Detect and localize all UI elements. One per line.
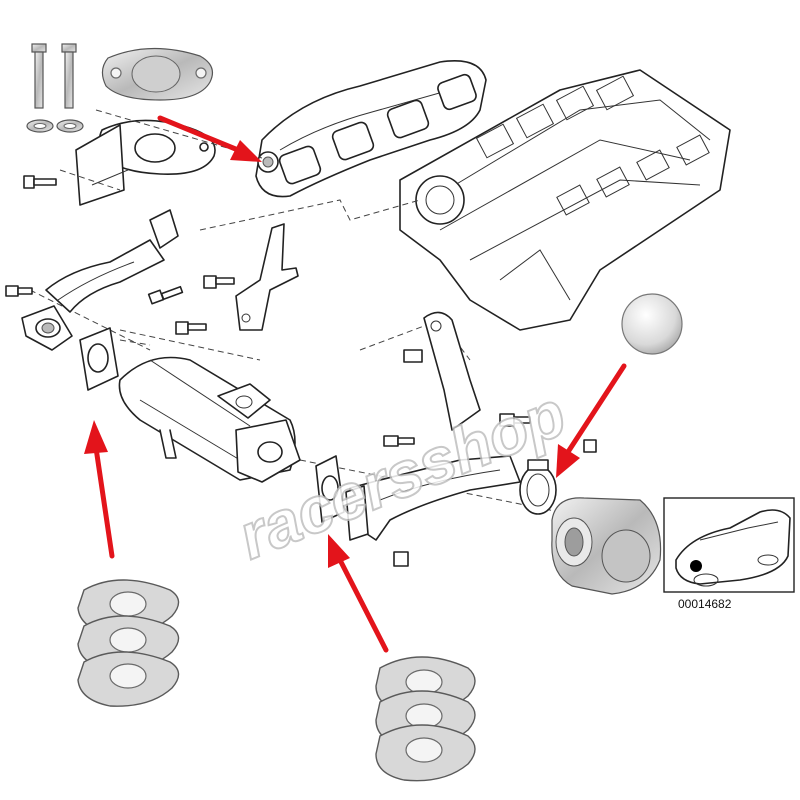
egr-pipe [21, 209, 179, 351]
cylinder-head [399, 69, 731, 331]
bolt-small-left [23, 175, 57, 189]
washers [26, 119, 84, 133]
egr-blanking-plate [101, 47, 213, 101]
cooler-outlet-gasket [315, 455, 345, 523]
gasket-stack-left [77, 579, 180, 707]
vehicle-locator [663, 497, 795, 593]
exhaust-manifold [255, 60, 487, 198]
v-band-clamp [519, 439, 597, 515]
egr-valve [551, 497, 662, 595]
gasket-stack-right [375, 656, 476, 782]
red-arrow-to-egr-valve [556, 363, 627, 478]
blanking-disc [621, 293, 683, 355]
egr-cooler [118, 356, 301, 483]
red-arrow-to-manifold-flange [157, 115, 262, 162]
mounting-bolts [31, 43, 77, 109]
heat-shield-bracket [75, 124, 129, 206]
cooler-bracket [383, 311, 531, 567]
egr-pipe-gasket [79, 327, 119, 391]
red-arrow-to-cooler-inlet [84, 420, 115, 559]
pipe-bracket [235, 223, 299, 331]
cooler-bolts [5, 275, 235, 335]
red-arrow-to-cooler-outlet [328, 534, 389, 653]
reference-number: 00014682 [678, 597, 732, 611]
intake-pipe [345, 455, 521, 541]
